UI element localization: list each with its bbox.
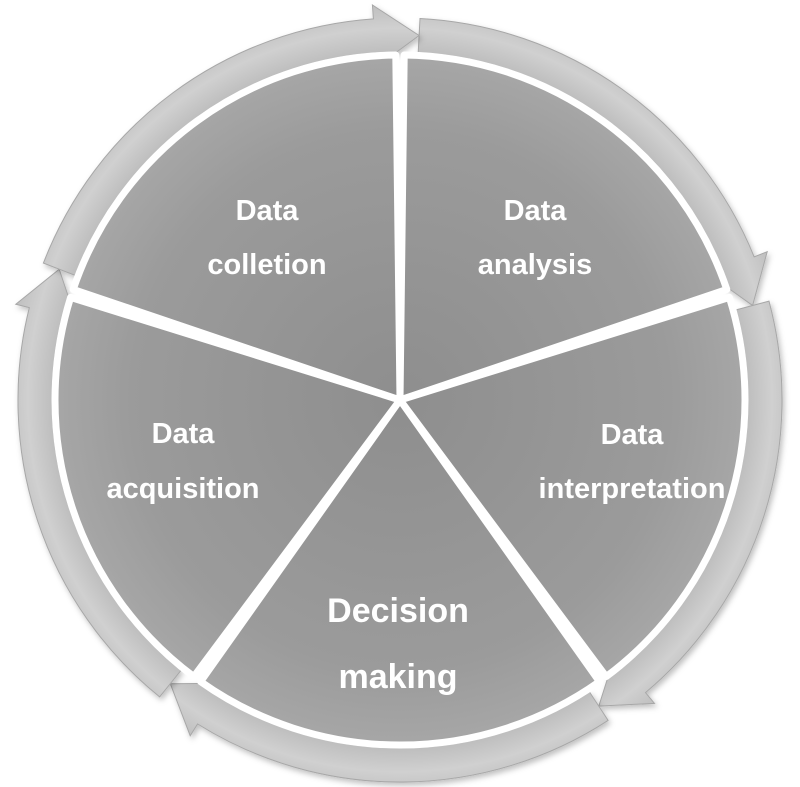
segment-label-acquisition-line1: Data [152,418,216,450]
segment-decision [51,293,404,681]
segment-label-collection-line1: Data [236,195,300,227]
cycle-segments [51,51,749,749]
segment-label-analysis-line1: Data [504,195,568,227]
segment-label-decision-line2: making [338,658,457,696]
segment-label-interpretation-line1: Data [601,419,665,451]
segment-label-analysis: Data analysis [478,195,592,281]
segment-label-acquisition-line2: acquisition [106,473,259,505]
segment-interpretation [197,396,603,749]
segment-label-collection: Data colletion [207,195,326,281]
segment-label-decision-line1: Decision [327,592,469,630]
segment-label-acquisition: Data acquisition [106,418,259,505]
segment-label-decision: Decision making [327,592,469,696]
segment-labels: Data colletion Data analysis Data interp… [106,195,725,696]
segment-label-interpretation: Data interpretation [539,419,726,505]
segment-acquisition [69,51,404,404]
segment-label-collection-line2: colletion [207,249,326,281]
segment-collection [396,51,731,404]
cycle-arrows [14,4,783,783]
segment-label-interpretation-line2: interpretation [539,473,726,505]
segment-label-analysis-line2: analysis [478,249,592,281]
segment-analysis [396,293,749,681]
